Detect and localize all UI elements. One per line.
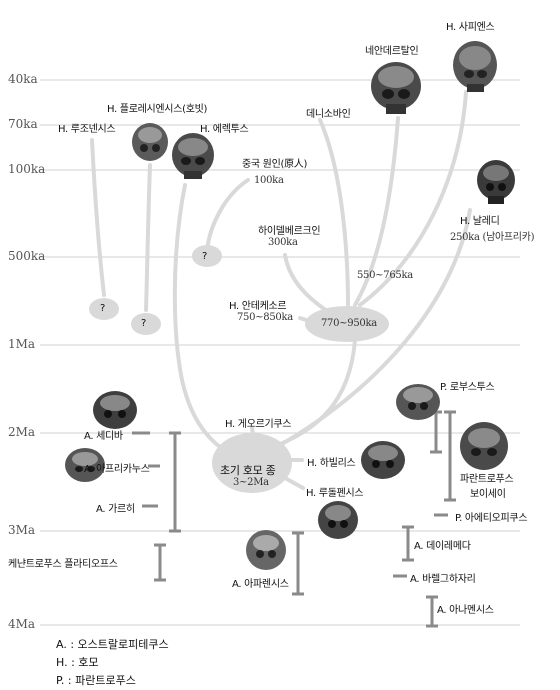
time-gridlines [40, 79, 520, 626]
range-bars [132, 410, 456, 628]
label-split-date: 550~765ka [357, 270, 413, 281]
label-rudolfensis: H. 루돌펜시스 [306, 488, 364, 499]
label-unknown-3: ? [141, 318, 147, 329]
tick-500ka: 500ka [8, 249, 46, 263]
label-floresiensis: H. 플로레시엔시스(호빗) [107, 104, 208, 115]
sapiens-skull-icon [453, 41, 497, 92]
tick-70ka: 70ka [8, 117, 38, 131]
branch-erectus [172, 183, 250, 462]
neanderthal-skull-icon [371, 62, 421, 114]
label-luzonensis: H. 루조넨시스 [58, 124, 116, 135]
tick-2ma: 2Ma [8, 425, 36, 439]
label-neanderthal: 네안데르탈인 [365, 46, 419, 57]
tick-100ka: 100ka [8, 162, 46, 176]
naledi-skull-icon [477, 160, 515, 204]
label-aethiopicus: P. 아에티오피쿠스 [455, 513, 528, 524]
label-unknown-1: ? [202, 251, 208, 262]
label-naledi: H. 날레디 [460, 216, 500, 227]
label-heidelbergensis-date: 300ka [268, 237, 298, 248]
legend-australopithecus: A. : 오스트랄로피테쿠스 [56, 638, 169, 651]
label-denisovan: 데니소바인 [306, 109, 351, 120]
label-peking-man: 중국 원인(原人) [242, 159, 308, 170]
tick-1ma: 1Ma [8, 337, 36, 351]
sediba-skull-icon [93, 391, 137, 429]
label-africanus: A. 아프리카누스 [84, 464, 150, 475]
label-early-homo: 초기 호모 종 [220, 464, 276, 477]
robustus-skull-icon [396, 384, 440, 420]
label-ergaster: H. 게오르기쿠스 [225, 419, 292, 430]
label-early-homo-date: 3~2Ma [233, 477, 269, 488]
label-bahrelghazali: A. 바렐그하자리 [410, 574, 476, 585]
label-sediba: A. 세디바 [84, 431, 123, 442]
label-heidelbergensis: 하이델베르크인 [258, 226, 321, 237]
branch-peking [205, 178, 250, 252]
label-erectus: H. 에렉투스 [200, 124, 249, 135]
branch-sapiens [358, 90, 468, 307]
label-naledi-date: 250ka (남아프리카) [450, 232, 535, 243]
africanus-skull-icon [65, 448, 105, 482]
label-afarensis: A. 아파렌시스 [232, 579, 289, 590]
tick-4ma: 4Ma [8, 617, 36, 631]
tick-3ma: 3Ma [8, 523, 36, 537]
branch-floresiensis [144, 163, 152, 312]
label-unknown-2: ? [100, 303, 106, 314]
boisei-skull-icon [460, 422, 508, 470]
legend-paranthropus: P. : 파란트로푸스 [56, 674, 136, 687]
afarensis-skull-icon [246, 530, 286, 570]
habilis-skull-icon [361, 441, 405, 479]
erectus-skull-icon [172, 133, 214, 179]
label-peking-date: 100ka [254, 175, 284, 186]
floresiensis-skull-icon [132, 123, 168, 161]
branch-rudolfensis [283, 476, 305, 490]
label-deyiremeda: A. 데이레메다 [414, 541, 471, 552]
branch-to-node-770 [268, 338, 357, 450]
branch-luzonensis [90, 138, 106, 297]
branch-denisovan [318, 118, 350, 307]
label-antecessor-date: 750~850ka [237, 312, 293, 323]
tick-40ka: 40ka [8, 72, 38, 86]
node-bubbles [89, 245, 389, 493]
label-antecessor: H. 안테케소르 [229, 301, 287, 312]
label-platyops: 케냔트로푸스 플라티오프스 [8, 559, 118, 570]
label-robustus: P. 로부스투스 [440, 382, 495, 393]
label-garhi: A. 가르히 [96, 504, 135, 515]
label-habilis: H. 하빌리스 [307, 458, 356, 469]
label-boisei-2: 보이세이 [470, 489, 506, 500]
deyiremeda-skull-icon [318, 501, 358, 539]
legend-homo: H. : 호모 [56, 656, 99, 669]
label-sapiens: H. 사피엔스 [446, 22, 495, 33]
skull-illustrations [65, 41, 515, 570]
label-anamensis: A. 아나멘시스 [437, 605, 494, 616]
branch-neanderthal [353, 116, 400, 307]
label-node-770: 770~950ka [321, 318, 377, 329]
label-boisei-1: 파란트로푸스 [460, 474, 514, 485]
